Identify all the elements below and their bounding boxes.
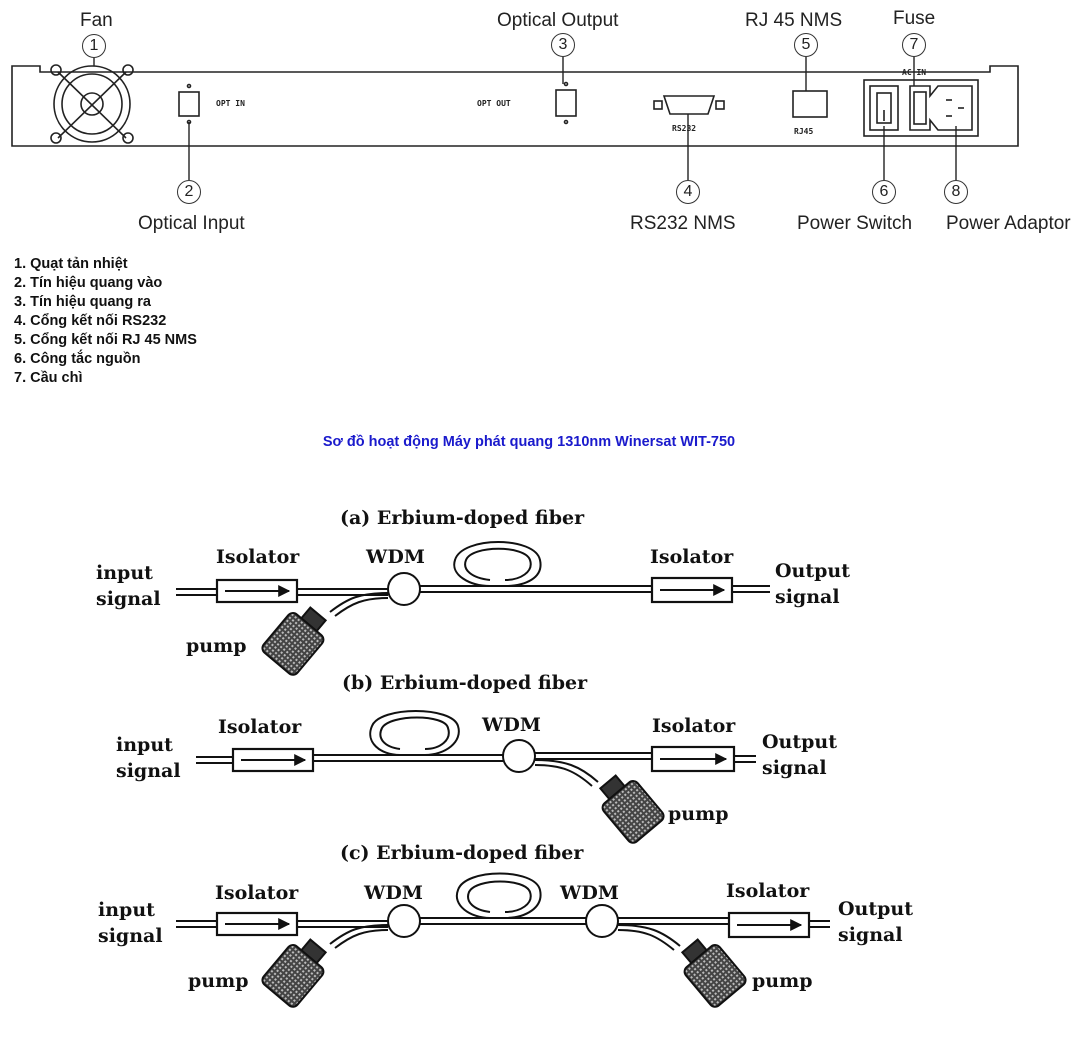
fuse-label: Fuse	[893, 8, 936, 29]
diagram-a-isolator-2: Isolator	[650, 546, 734, 568]
opt-out-silkscreen: OPT OUT	[477, 99, 511, 108]
callout-5: 5	[794, 33, 818, 57]
rear-panel	[11, 64, 1019, 147]
callout-4: 4	[676, 180, 700, 204]
opt-in-silkscreen: OPT IN	[216, 99, 245, 108]
diagram-b-isolator-1: Isolator	[218, 716, 302, 738]
rs232-port-icon	[653, 95, 725, 115]
callout-6: 6	[872, 180, 896, 204]
diagram-a-wdm: WDM	[366, 546, 425, 568]
diagram-a-input-signal: signal	[96, 588, 161, 610]
rs232-nms-label: RS232 NMS	[630, 213, 736, 234]
ac-in-silkscreen: AC IN	[902, 68, 927, 77]
diagram-a-title: (a) Erbium-doped fiber	[340, 507, 585, 529]
legend-list: 1. Quạt tản nhiệt 2. Tín hiệu quang vào …	[14, 255, 197, 388]
callout-7: 7	[902, 33, 926, 57]
diagram-c-output-signal: signal	[838, 924, 903, 946]
rs232-silkscreen: RS232	[672, 124, 697, 133]
pump-laser-icon	[259, 598, 336, 679]
diagram-c-input: input	[98, 899, 155, 921]
pump-laser-icon	[672, 930, 749, 1011]
pump-laser-icon	[590, 766, 667, 847]
diagram-b	[196, 710, 756, 847]
opt-in-connector-icon	[178, 83, 200, 125]
legend-item: 6. Công tắc nguồn	[14, 351, 141, 367]
diagram-a	[176, 541, 770, 679]
legend-item: 2. Tín hiệu quang vào	[14, 275, 163, 291]
power-module-icon	[863, 79, 979, 137]
callout-2: 2	[177, 180, 201, 204]
callout-3: 3	[551, 33, 575, 57]
diagram-c-isolator-2: Isolator	[726, 880, 810, 902]
legend-item: 7. Cầu chì	[14, 370, 83, 386]
diagram-a-pump: pump	[186, 635, 247, 657]
opt-out-connector-icon	[555, 81, 577, 125]
diagram-b-output: Output	[762, 731, 838, 753]
diagram-c-pump-2: pump	[752, 970, 813, 992]
legend-item: 3. Tín hiệu quang ra	[14, 294, 151, 310]
rj45-silkscreen: RJ45	[794, 127, 814, 136]
pump-laser-icon	[259, 930, 336, 1011]
callout-8: 8	[944, 180, 968, 204]
diagram-c-wdm-1: WDM	[364, 882, 423, 904]
legend-item: 5. Cổng kết nối RJ 45 NMS	[14, 332, 197, 348]
callout-leaders	[93, 57, 957, 180]
diagram-b-pump: pump	[668, 803, 729, 825]
optical-input-label: Optical Input	[138, 213, 245, 234]
diagram-a-output-signal: signal	[775, 586, 840, 608]
rj45-nms-label: RJ 45 NMS	[745, 10, 843, 31]
figure-caption: Sơ đồ hoạt động Máy phát quang 1310nm Wi…	[322, 434, 736, 450]
diagram-b-input-signal: signal	[116, 760, 181, 782]
diagram-b-title: (b) Erbium-doped fiber	[342, 672, 588, 694]
power-switch-label: Power Switch	[797, 213, 913, 234]
diagram-c-title: (c) Erbium-doped fiber	[340, 842, 584, 864]
diagram-c-isolator-1: Isolator	[215, 882, 299, 904]
legend-item: 4. Cổng kết nối RS232	[14, 313, 167, 329]
diagram-c-wdm-2: WDM	[560, 882, 619, 904]
fan-icon	[50, 64, 134, 144]
diagram-b-wdm: WDM	[482, 714, 541, 736]
diagram-b-output-signal: signal	[762, 757, 827, 779]
rj45-port-icon	[792, 90, 828, 118]
diagram-a-isolator-1: Isolator	[216, 546, 300, 568]
diagram-c-output: Output	[838, 898, 914, 920]
diagram-c-pump-1: pump	[188, 970, 249, 992]
diagram-c-input-signal: signal	[98, 925, 163, 947]
power-adaptor-label: Power Adaptor	[946, 213, 1071, 234]
diagram-c	[176, 872, 830, 1011]
optical-output-label: Optical Output	[497, 10, 619, 31]
legend-item: 1. Quạt tản nhiệt	[14, 256, 128, 272]
fan-label: Fan	[80, 10, 113, 31]
diagram-b-input: input	[116, 734, 173, 756]
diagram-b-isolator-2: Isolator	[652, 715, 736, 737]
diagram-a-input: input	[96, 562, 153, 584]
diagram-a-output: Output	[775, 560, 851, 582]
callout-1: 1	[82, 34, 106, 58]
